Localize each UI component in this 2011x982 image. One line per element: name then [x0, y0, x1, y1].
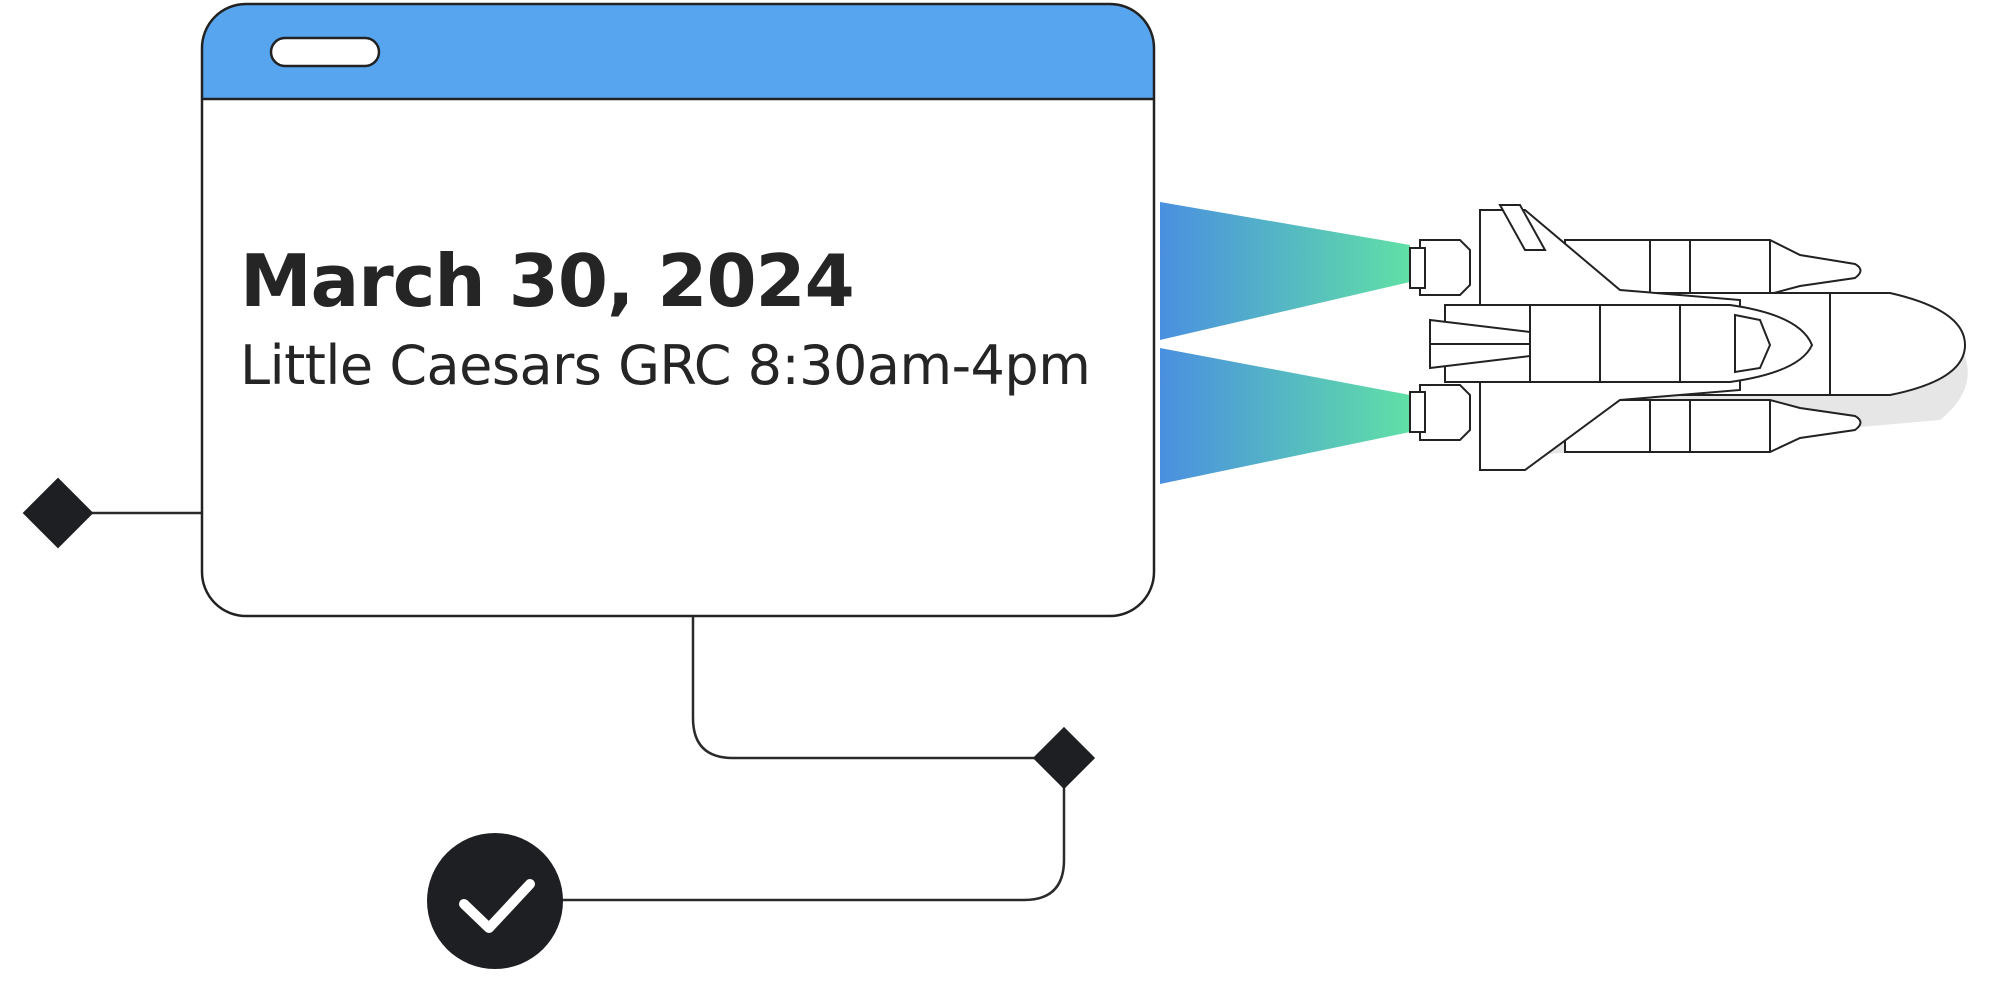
event-location-time: Little Caesars GRC 8:30am-4pm [240, 334, 1091, 397]
exhaust-beams [1160, 202, 1410, 484]
event-window [200, 2, 1156, 618]
event-details: March 30, 2024 Little Caesars GRC 8:30am… [240, 239, 1091, 397]
event-date: March 30, 2024 [240, 239, 855, 323]
space-shuttle-icon [1409, 204, 1968, 471]
checkmark-icon [427, 833, 563, 969]
connector-node-left [22, 477, 94, 549]
window-header-pill [269, 36, 381, 68]
connector-node-right [1032, 726, 1096, 790]
